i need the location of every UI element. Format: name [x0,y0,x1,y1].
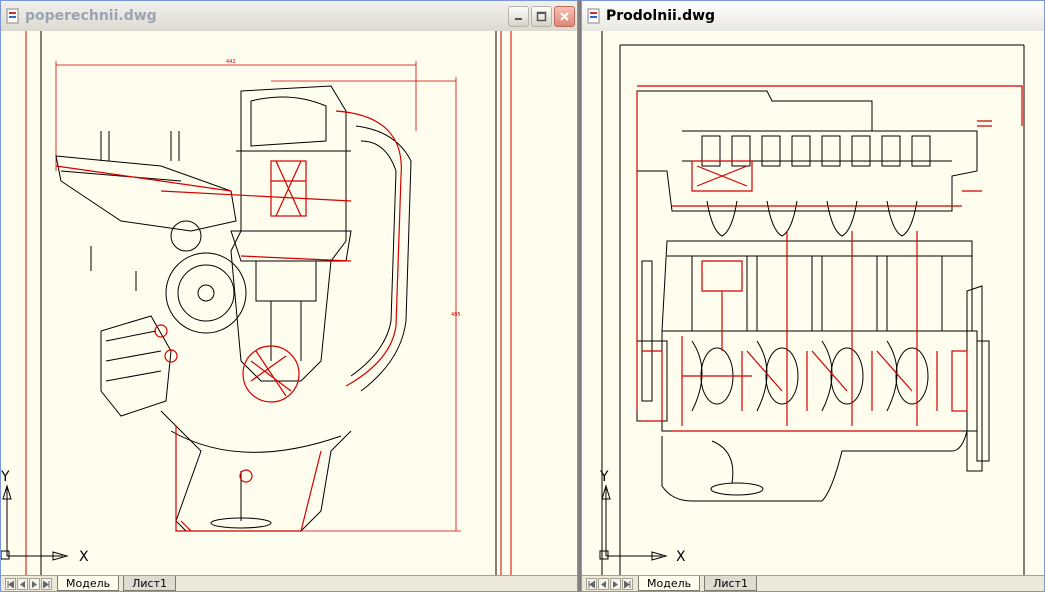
layout-tabstrip: Модель Лист1 [1,575,577,591]
maximize-button[interactable] [531,6,552,27]
first-tab-button[interactable] [5,578,16,590]
window-titlebar[interactable]: poperechnii.dwg [1,1,577,31]
close-icon [560,12,569,21]
svg-text:442: 442 [226,59,236,65]
cross-section-drawing: 442 485 [1,31,512,575]
tab-model[interactable]: Модель [57,576,120,591]
window-titlebar[interactable]: Prodolnii.dwg [582,1,1044,31]
ucs-x-label: X [79,549,89,565]
minimize-button[interactable] [508,6,529,27]
tab-layout1[interactable]: Лист1 [704,576,757,591]
tab-model[interactable]: Модель [638,576,701,591]
next-tab-button[interactable] [29,578,40,590]
drawing-window-poperechnii[interactable]: poperechnii.dwg [0,0,578,592]
prev-tab-button[interactable] [17,578,28,590]
first-tab-button[interactable] [586,578,597,590]
ucs-icon [1,484,69,561]
drawing-canvas[interactable]: X Y [582,31,1044,575]
layout-tabstrip: Модель Лист1 [582,575,1044,591]
ucs-y-label: Y [1,469,10,485]
drawing-canvas[interactable]: 442 485 [1,31,577,575]
ucs-x-label: X [676,549,686,565]
ucs-y-label: Y [599,469,609,485]
window-title: poperechnii.dwg [25,8,157,24]
close-button[interactable] [554,6,575,27]
window-title: Prodolnii.dwg [606,8,716,24]
last-tab-button[interactable] [41,578,52,590]
minimize-icon [515,18,522,20]
dwg-document-icon [586,8,602,24]
maximize-icon [536,11,547,22]
drawing-window-prodolnii[interactable]: Prodolnii.dwg [581,0,1045,592]
longitudinal-section-drawing: X Y [599,31,1025,575]
dwg-document-icon [5,8,21,24]
svg-text:485: 485 [451,312,461,318]
prev-tab-button[interactable] [598,578,609,590]
next-tab-button[interactable] [610,578,621,590]
ucs-icon [599,484,668,561]
last-tab-button[interactable] [622,578,633,590]
tab-layout1[interactable]: Лист1 [123,576,176,591]
